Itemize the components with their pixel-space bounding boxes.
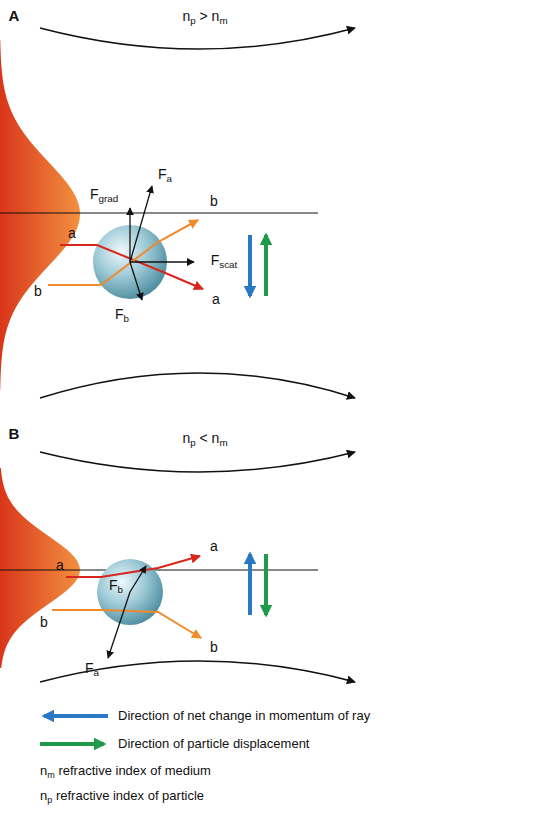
- ray-label: b: [210, 194, 218, 209]
- beam-profile: [0, 468, 80, 668]
- ray-label: b: [40, 615, 48, 630]
- beam-profile: [0, 40, 80, 390]
- gaussian-profile: [0, 468, 80, 668]
- ray-label: b: [34, 284, 42, 299]
- panel-letter: A: [9, 8, 20, 25]
- force-vector: [130, 186, 152, 262]
- index-relation: np > nm: [182, 9, 227, 27]
- symbol-definition: nm refractive index of medium: [40, 764, 211, 780]
- gaussian-profile: [0, 40, 80, 390]
- force-vector: [130, 261, 194, 262]
- force-label: Fa: [85, 661, 99, 679]
- beam-edge: [40, 373, 355, 398]
- force-vector: [129, 208, 130, 262]
- force-label: Fscat: [211, 253, 238, 271]
- ray-label: a: [68, 226, 76, 241]
- force-label: Fb: [109, 578, 123, 596]
- beam-edge: [40, 28, 355, 49]
- force-label: Fgrad: [90, 187, 118, 205]
- momentum-arrow: [248, 554, 252, 615]
- force-vector: [130, 566, 146, 592]
- beam-axis: [0, 212, 318, 213]
- ray-a: [66, 556, 200, 577]
- legend-text: Direction of particle displacement: [118, 737, 309, 751]
- beam-axis: [0, 569, 318, 570]
- ray-label: a: [212, 292, 220, 307]
- legend-arrow: [44, 714, 108, 718]
- ray-b: [48, 220, 198, 285]
- force-vector: [108, 592, 130, 658]
- ray-label: b: [210, 640, 218, 655]
- displacement-arrow: [264, 554, 268, 615]
- ray-label: a: [210, 539, 218, 554]
- index-relation: np < nm: [182, 431, 227, 449]
- momentum-arrow: [248, 235, 252, 296]
- ray-label: a: [56, 558, 64, 573]
- symbol-definition: np refractive index of particle: [40, 789, 204, 805]
- legend-arrow: [40, 742, 104, 746]
- force-label: Fb: [115, 307, 129, 325]
- legend-text: Direction of net change in momentum of r…: [118, 709, 370, 723]
- panel-letter: B: [9, 426, 20, 443]
- beam-edge: [40, 452, 355, 472]
- force-label: Fa: [158, 167, 172, 185]
- ray-b: [52, 610, 201, 638]
- displacement-arrow: [264, 235, 268, 296]
- beam-edge: [40, 661, 355, 682]
- force-vector: [130, 262, 142, 300]
